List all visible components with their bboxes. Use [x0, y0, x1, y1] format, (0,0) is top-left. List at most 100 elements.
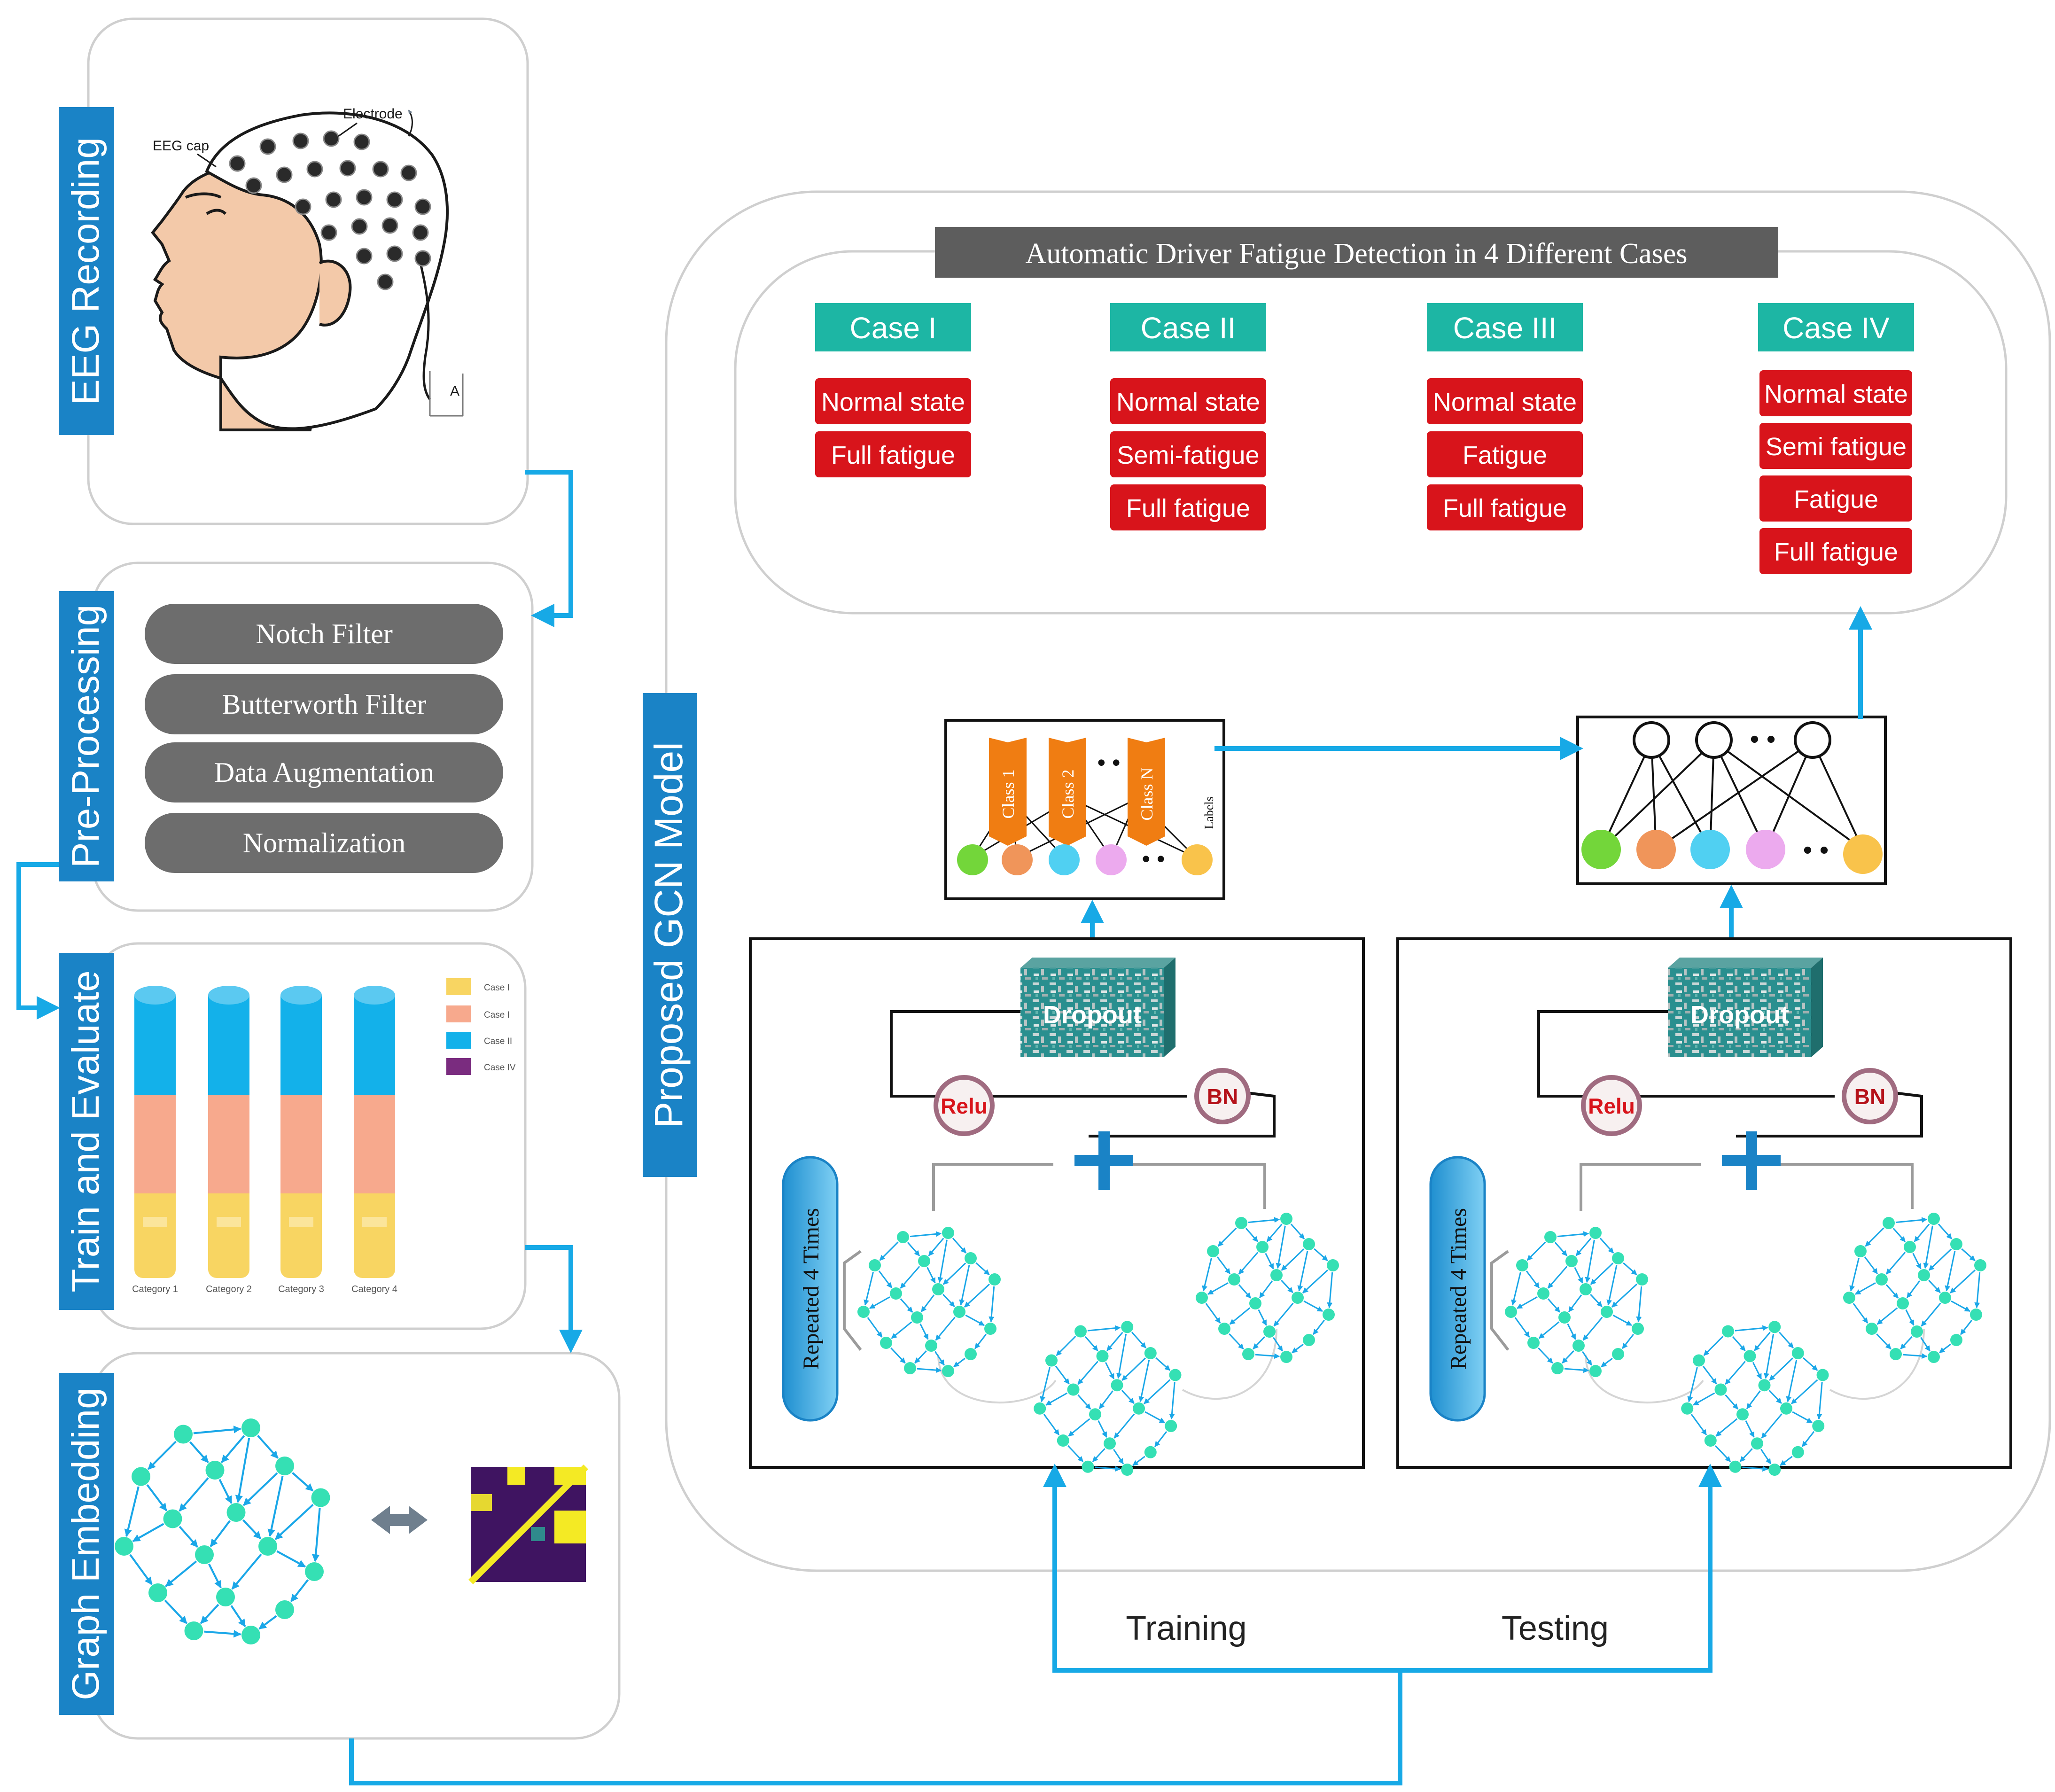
graph-edge	[1974, 1272, 1981, 1309]
graph-node	[1612, 1348, 1624, 1360]
graph-node	[115, 1537, 133, 1556]
graph-node	[1950, 1334, 1962, 1346]
hidden-node-dots: • •	[1750, 724, 1776, 754]
graph-edge	[1259, 1280, 1273, 1298]
case-4-header	[1758, 303, 1914, 351]
graph-node	[932, 1283, 944, 1295]
graph-node	[1704, 1434, 1717, 1447]
graph-edge	[1144, 1411, 1166, 1424]
graph-edge	[1303, 1300, 1323, 1312]
graph-edge	[1745, 1420, 1755, 1438]
graph-node	[1572, 1340, 1585, 1352]
graph-edge	[1045, 1392, 1068, 1406]
graph-edge	[917, 1367, 942, 1373]
label-node-2	[1002, 844, 1033, 875]
graph-edge	[1761, 1413, 1783, 1439]
graph-edge	[1087, 1325, 1121, 1332]
block-graph-left	[857, 1227, 1001, 1377]
graph-edge	[1703, 1336, 1724, 1356]
graph-edge	[1077, 1361, 1098, 1385]
graph-node	[1780, 1402, 1792, 1415]
case-3-header	[1427, 303, 1583, 351]
graph-edge	[193, 1426, 241, 1434]
eeg-cut-label: A	[450, 383, 459, 399]
gcn-model-tab: Proposed GCN Model	[643, 693, 697, 1177]
graph-edge	[1742, 1466, 1768, 1472]
data-augmentation-label: Data Augmentation	[214, 757, 434, 788]
train-evaluate-tab: Train and Evaluate	[59, 953, 114, 1310]
graph-node	[1736, 1408, 1749, 1421]
normalization-step: Normalization	[145, 813, 503, 873]
graph-edge	[1693, 1392, 1715, 1406]
graph-node	[1235, 1217, 1247, 1229]
graph-edge	[1732, 1336, 1746, 1351]
graph-edge	[1912, 1253, 1922, 1270]
graph-node	[1681, 1402, 1694, 1415]
graph-node	[911, 1311, 923, 1324]
graph-node	[1544, 1231, 1557, 1243]
graph-edge	[1121, 1357, 1146, 1381]
graph-node	[241, 1418, 260, 1437]
graph-node	[275, 1457, 294, 1475]
class-tag-dots: • •	[1098, 749, 1121, 776]
graph-edge	[1526, 1241, 1546, 1261]
case-1: Case I Normal state Full fatigue	[815, 303, 971, 477]
graph-edge	[1068, 1418, 1090, 1437]
label-graph-nodes	[957, 844, 1213, 875]
graph-node	[890, 1287, 902, 1300]
graph-edge	[864, 1272, 874, 1306]
notch-filter-label: Notch Filter	[256, 618, 393, 649]
graph-edge	[1238, 1252, 1259, 1275]
graph-edge	[1754, 1332, 1771, 1351]
case-4-header-label: Case IV	[1783, 311, 1890, 345]
case-3-class-3-label: Full fatigue	[1443, 494, 1567, 522]
legend-label-4: Case IV	[484, 1063, 516, 1073]
case-4-class-3-label: Fatigue	[1794, 485, 1878, 514]
graph-edge	[1590, 1293, 1603, 1308]
graph-edge	[1938, 1223, 1953, 1239]
graph-edge	[928, 1238, 944, 1256]
case-1-class-2-label: Full fatigue	[831, 441, 955, 469]
graph-node	[1505, 1306, 1517, 1318]
graph-edge	[1273, 1302, 1294, 1327]
case-2-class-2	[1110, 431, 1266, 477]
graph-node	[258, 1537, 277, 1556]
class-tag-2-label: Class 2	[1059, 769, 1077, 818]
dropout-cube: Dropout	[1020, 958, 1175, 1057]
graph-edge	[890, 1347, 906, 1364]
gcn-model-tab-label: Proposed GCN Model	[646, 742, 691, 1128]
graph-node	[241, 1626, 260, 1644]
bidirectional-arrow-icon	[371, 1506, 428, 1534]
graph-edge	[1302, 1270, 1328, 1293]
graph-edge	[907, 1242, 920, 1256]
graph-edge	[974, 1333, 987, 1349]
graph-edge	[1865, 1227, 1884, 1247]
title-bar-label: Automatic Driver Fatigue Detection in 4 …	[1026, 238, 1688, 270]
graph-node	[1843, 1292, 1855, 1304]
graph-edge	[235, 1438, 250, 1503]
legend-swatch-2	[446, 1005, 471, 1022]
repeat-pill: Repeated 4 Times	[1429, 1156, 1486, 1422]
graph-node	[1089, 1408, 1101, 1421]
graph-edge	[221, 1435, 245, 1463]
graph-edge	[1144, 1379, 1171, 1404]
graph-edge	[218, 1479, 233, 1504]
graph-edge	[1098, 1390, 1113, 1410]
bn-node: BN	[1194, 1068, 1251, 1124]
graph-node	[1034, 1402, 1046, 1415]
graph-edge	[1040, 1367, 1051, 1402]
graph-edge	[989, 1286, 995, 1323]
graph-edge	[1205, 1303, 1221, 1324]
label-node-4	[1096, 844, 1127, 875]
graph-edge	[148, 1441, 177, 1470]
graph-node	[1729, 1460, 1742, 1473]
output-node-1	[1581, 830, 1621, 869]
case-4-class-1	[1759, 370, 1912, 416]
graph-edge	[1792, 1411, 1813, 1424]
graph-edge	[914, 1350, 927, 1364]
train-evaluate-tab-label: Train and Evaluate	[64, 970, 107, 1292]
graph-node	[1751, 1437, 1763, 1450]
